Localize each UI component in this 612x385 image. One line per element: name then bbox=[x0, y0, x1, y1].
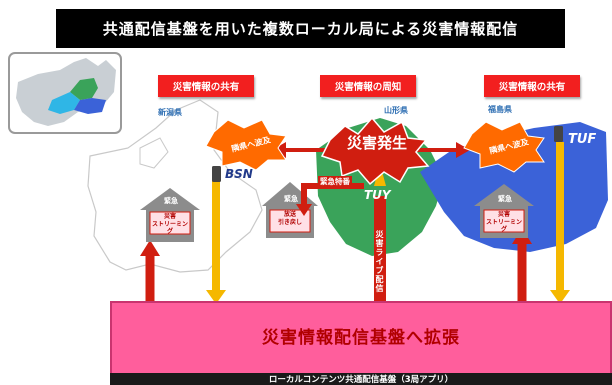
house-center bbox=[262, 182, 318, 238]
spread-burst-right bbox=[463, 121, 545, 173]
emergency-left: 緊急 bbox=[164, 197, 178, 205]
disaster-label: 災害発生 bbox=[346, 134, 407, 152]
share-label-right: 災害情報の共有 bbox=[484, 75, 580, 97]
special-news-label: 緊急特番 bbox=[318, 176, 352, 187]
bsn-logo: BSN bbox=[225, 167, 253, 181]
house-center-text: 放送 引き戻し bbox=[277, 211, 302, 226]
share-label-left: 災害情報の共有 bbox=[158, 75, 254, 97]
announce-label: 災害情報の周知 bbox=[320, 75, 416, 97]
platform-footer: ローカルコンテンツ共通配信基盤（3局アプリ） bbox=[110, 373, 612, 385]
platform-label: 災害情報配信基盤へ拡張 bbox=[262, 328, 460, 348]
sado-island bbox=[139, 137, 169, 169]
bsn-yellow-arrow bbox=[212, 180, 220, 292]
spread-burst-left bbox=[205, 119, 287, 171]
house-right-text: 災害 ストリーミング bbox=[485, 211, 522, 233]
tuf-logo: TUF bbox=[568, 132, 597, 147]
house-right bbox=[474, 184, 534, 238]
house-left-text: 災害 ストリーミング bbox=[151, 213, 188, 235]
inset-map bbox=[8, 52, 122, 134]
emergency-center: 緊急 bbox=[284, 195, 298, 203]
tuy-logo: TUY bbox=[364, 188, 391, 202]
live-stream-arrow bbox=[374, 196, 386, 322]
tuf-phone-icon bbox=[554, 126, 563, 142]
tuf-yellow-arrow bbox=[556, 142, 564, 292]
emergency-right: 緊急 bbox=[498, 195, 512, 203]
house-left bbox=[140, 188, 200, 242]
pref-yamagata: 山形県 bbox=[384, 106, 408, 115]
arrowhead-left-up bbox=[140, 240, 160, 256]
pref-fukushima: 福島県 bbox=[488, 105, 512, 114]
pref-niigata: 新潟県 bbox=[158, 108, 182, 117]
bsn-phone-icon bbox=[212, 166, 221, 182]
page-title: 共通配信基盤を用いた複数ローカル局による災害情報配信 bbox=[56, 9, 565, 48]
platform-box bbox=[110, 301, 612, 377]
live-stream-label: 災害ライブ配信 bbox=[375, 230, 384, 293]
